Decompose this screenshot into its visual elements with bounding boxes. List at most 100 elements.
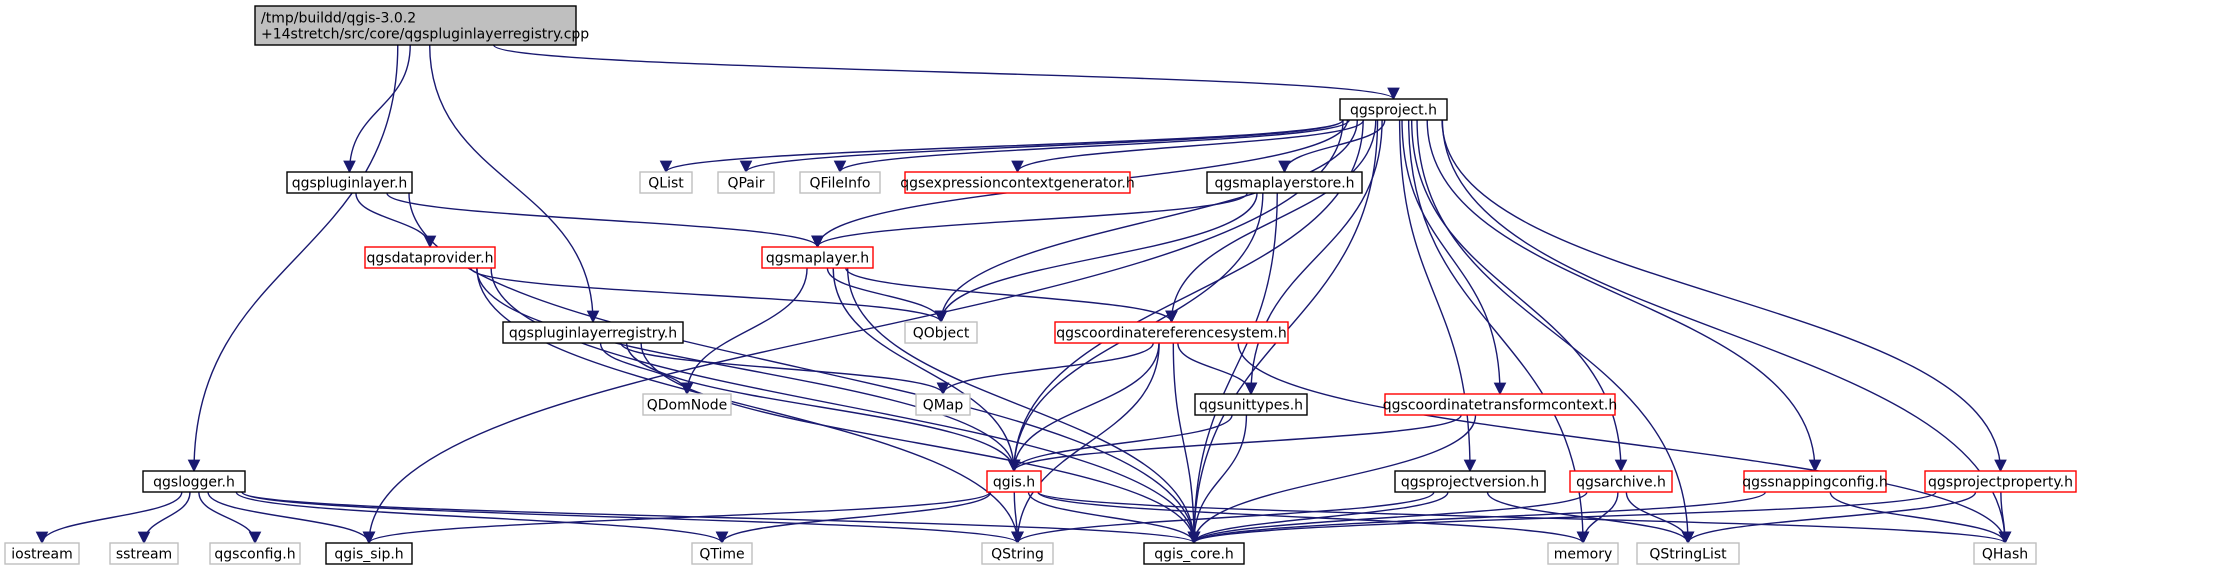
edge-qgis_h-to-QTime: [715, 491, 992, 545]
node-qgsunittypes_h[interactable]: qgsunittypes.h: [1194, 393, 1308, 416]
node-qgis_core_h[interactable]: qgis_core.h: [1143, 542, 1245, 565]
node-qgspluginlayerregistry_h[interactable]: qgspluginlayerregistry.h: [502, 321, 684, 344]
node-label-qgspluginlayer_h: qgspluginlayer.h: [292, 176, 408, 192]
node-label-QFileInfo: QFileInfo: [810, 176, 871, 192]
node-label-root-line-0: /tmp/buildd/qgis-3.0.2: [261, 11, 416, 27]
node-qgsprojectproperty_h[interactable]: qgsprojectproperty.h: [1924, 470, 2077, 493]
node-box-qgspluginlayerregistry_h: [502, 321, 684, 344]
node-label-qgssnappingconfig_h: qgssnappingconfig.h: [1742, 475, 1887, 491]
edge-qgsmaplayer_h-to-QObject: [826, 267, 948, 324]
node-label-qgsdataprovider_h: qgsdataprovider.h: [367, 251, 494, 267]
node-label-memory: memory: [1554, 547, 1613, 563]
edge-qgsproject_h-to-memory: [1407, 119, 1590, 545]
node-iostream[interactable]: iostream: [4, 542, 80, 565]
node-box-QString: [981, 542, 1054, 565]
edge-root-to-qgsproject_h: [493, 44, 1400, 101]
node-qgscoordinatetransformcontext_h[interactable]: qgscoordinatetransformcontext.h: [1383, 393, 1617, 416]
edge-qgslogger_h-to-sstream: [137, 491, 191, 545]
node-box-QTime: [691, 542, 753, 565]
edge-qgsunittypes_h-to-qgis_h: [1007, 414, 1233, 473]
node-label-QString: QString: [991, 547, 1044, 563]
edge-qgsunittypes_h-to-qgis_core_h: [1187, 414, 1248, 545]
edge-qgsdataprovider_h-to-QObject: [470, 267, 948, 324]
edge-qgsmaplayerstore_h-to-qgis_core_h: [1187, 192, 1278, 545]
node-QObject[interactable]: QObject: [904, 321, 978, 344]
node-qgsmaplayerstore_h[interactable]: qgsmaplayerstore.h: [1206, 171, 1363, 194]
node-qgsarchive_h[interactable]: qgsarchive.h: [1569, 470, 1673, 493]
edge-qgslogger_h-to-QTime: [235, 491, 729, 545]
node-box-qgsmaplayerstore_h: [1206, 171, 1363, 194]
edge-qgscoordinatetransformcontext_h-to-qgis_core_h: [1187, 414, 1477, 545]
node-qgslogger_h[interactable]: qgslogger.h: [142, 470, 246, 493]
node-box-QObject: [904, 321, 978, 344]
node-label-QList: QList: [648, 176, 684, 192]
edge-qgsproject_h-to-QHash: [1441, 119, 2012, 545]
node-box-qgslogger_h: [142, 470, 246, 493]
node-root[interactable]: /tmp/buildd/qgis-3.0.2+14stretch/src/cor…: [254, 5, 589, 46]
edge-qgis_h-to-QString: [1011, 491, 1024, 545]
node-label-QMap: QMap: [923, 398, 964, 414]
node-label-qgsarchive_h: qgsarchive.h: [1576, 475, 1666, 491]
node-label-qgis_sip_h: qgis_sip.h: [334, 547, 403, 563]
edge-qgssnappingconfig_h-to-qgis_core_h: [1187, 491, 1767, 545]
node-qgsexpressioncontextgenerator_h[interactable]: qgsexpressioncontextgenerator.h: [900, 171, 1135, 194]
node-qgsprojectversion_h[interactable]: qgsprojectversion.h: [1394, 470, 1546, 493]
node-label-qgsmaplayerstore_h: qgsmaplayerstore.h: [1214, 176, 1354, 192]
node-label-qgspluginlayerregistry_h: qgspluginlayerregistry.h: [509, 326, 677, 342]
edge-qgis_h-to-qgis_sip_h: [362, 491, 991, 545]
edge-qgscoordinatereferencesystem_h-to-qgsunittypes_h: [1177, 342, 1258, 396]
node-qgis_sip_h[interactable]: qgis_sip.h: [325, 542, 413, 565]
node-qgis_h[interactable]: qgis.h: [986, 470, 1042, 493]
node-box-qgsproject_h: [1339, 98, 1448, 121]
node-label-qgsexpressioncontextgenerator_h: qgsexpressioncontextgenerator.h: [900, 176, 1135, 192]
node-QMap[interactable]: QMap: [915, 393, 971, 416]
node-box-sstream: [109, 542, 179, 565]
node-qgsconfig_h[interactable]: qgsconfig.h: [209, 542, 301, 565]
node-label-QDomNode: QDomNode: [647, 398, 728, 414]
node-box-root: [254, 5, 577, 46]
node-box-qgis_core_h: [1143, 542, 1245, 565]
node-box-QHash: [1973, 542, 2037, 565]
node-qgscoordinatereferencesystem_h[interactable]: qgscoordinatereferencesystem.h: [1054, 321, 1289, 344]
edge-qgslogger_h-to-QString: [241, 491, 1024, 545]
edge-qgsmaplayerstore_h-to-qgsmaplayer_h: [811, 192, 1248, 249]
node-label-qgscoordinatetransformcontext_h: qgscoordinatetransformcontext.h: [1383, 398, 1617, 414]
node-QString[interactable]: QString: [981, 542, 1054, 565]
edge-qgscoordinatereferencesystem_h-to-QMap: [936, 342, 1154, 396]
edge-root-to-qgslogger_h: [187, 44, 399, 473]
node-label-qgsconfig_h: qgsconfig.h: [214, 547, 295, 563]
node-label-QHash: QHash: [1982, 547, 2028, 563]
node-QFileInfo[interactable]: QFileInfo: [799, 171, 881, 194]
edge-qgslogger_h-to-qgsconfig_h: [198, 491, 262, 545]
node-label-qgis_h: qgis.h: [993, 475, 1035, 491]
node-QTime[interactable]: QTime: [691, 542, 753, 565]
node-box-QList: [639, 171, 693, 194]
node-box-qgsprojectproperty_h: [1924, 470, 2077, 493]
node-qgsproject_h[interactable]: qgsproject.h: [1339, 98, 1448, 121]
node-label-QPair: QPair: [727, 176, 764, 192]
node-qgspluginlayer_h[interactable]: qgspluginlayer.h: [286, 171, 413, 194]
node-QStringList[interactable]: QStringList: [1636, 542, 1740, 565]
node-sstream[interactable]: sstream: [109, 542, 179, 565]
node-box-qgsexpressioncontextgenerator_h: [904, 171, 1131, 194]
node-QDomNode[interactable]: QDomNode: [642, 393, 732, 416]
node-qgsmaplayer_h[interactable]: qgsmaplayer.h: [761, 246, 874, 269]
edge-qgsprojectproperty_h-to-QStringList: [1681, 491, 1977, 545]
nodes-layer: /tmp/buildd/qgis-3.0.2+14stretch/src/cor…: [4, 5, 2077, 565]
node-qgssnappingconfig_h[interactable]: qgssnappingconfig.h: [1742, 470, 1888, 493]
node-label-qgsmaplayer_h: qgsmaplayer.h: [766, 251, 869, 267]
edge-qgsarchive_h-to-QStringList: [1625, 491, 1695, 545]
edge-qgspluginlayer_h-to-qgsdataprovider_h: [355, 192, 437, 249]
edge-qgsdataprovider_h-to-qgis_h: [476, 267, 1021, 473]
node-QList[interactable]: QList: [639, 171, 693, 194]
edge-qgsproject_h-to-qgsexpressioncontextgenerator_h: [1011, 119, 1365, 174]
node-QPair[interactable]: QPair: [717, 171, 775, 194]
edge-qgsprojectversion_h-to-QStringList: [1486, 491, 1695, 545]
node-qgsdataprovider_h[interactable]: qgsdataprovider.h: [364, 246, 496, 269]
node-memory[interactable]: memory: [1547, 542, 1619, 565]
edge-qgsproject_h-to-qgis_sip_h: [362, 119, 1344, 545]
node-box-qgscoordinatetransformcontext_h: [1384, 393, 1616, 416]
node-QHash[interactable]: QHash: [1973, 542, 2037, 565]
edge-qgslogger_h-to-qgis_core_h: [241, 491, 1200, 545]
edge-qgslogger_h-to-iostream: [35, 491, 183, 545]
